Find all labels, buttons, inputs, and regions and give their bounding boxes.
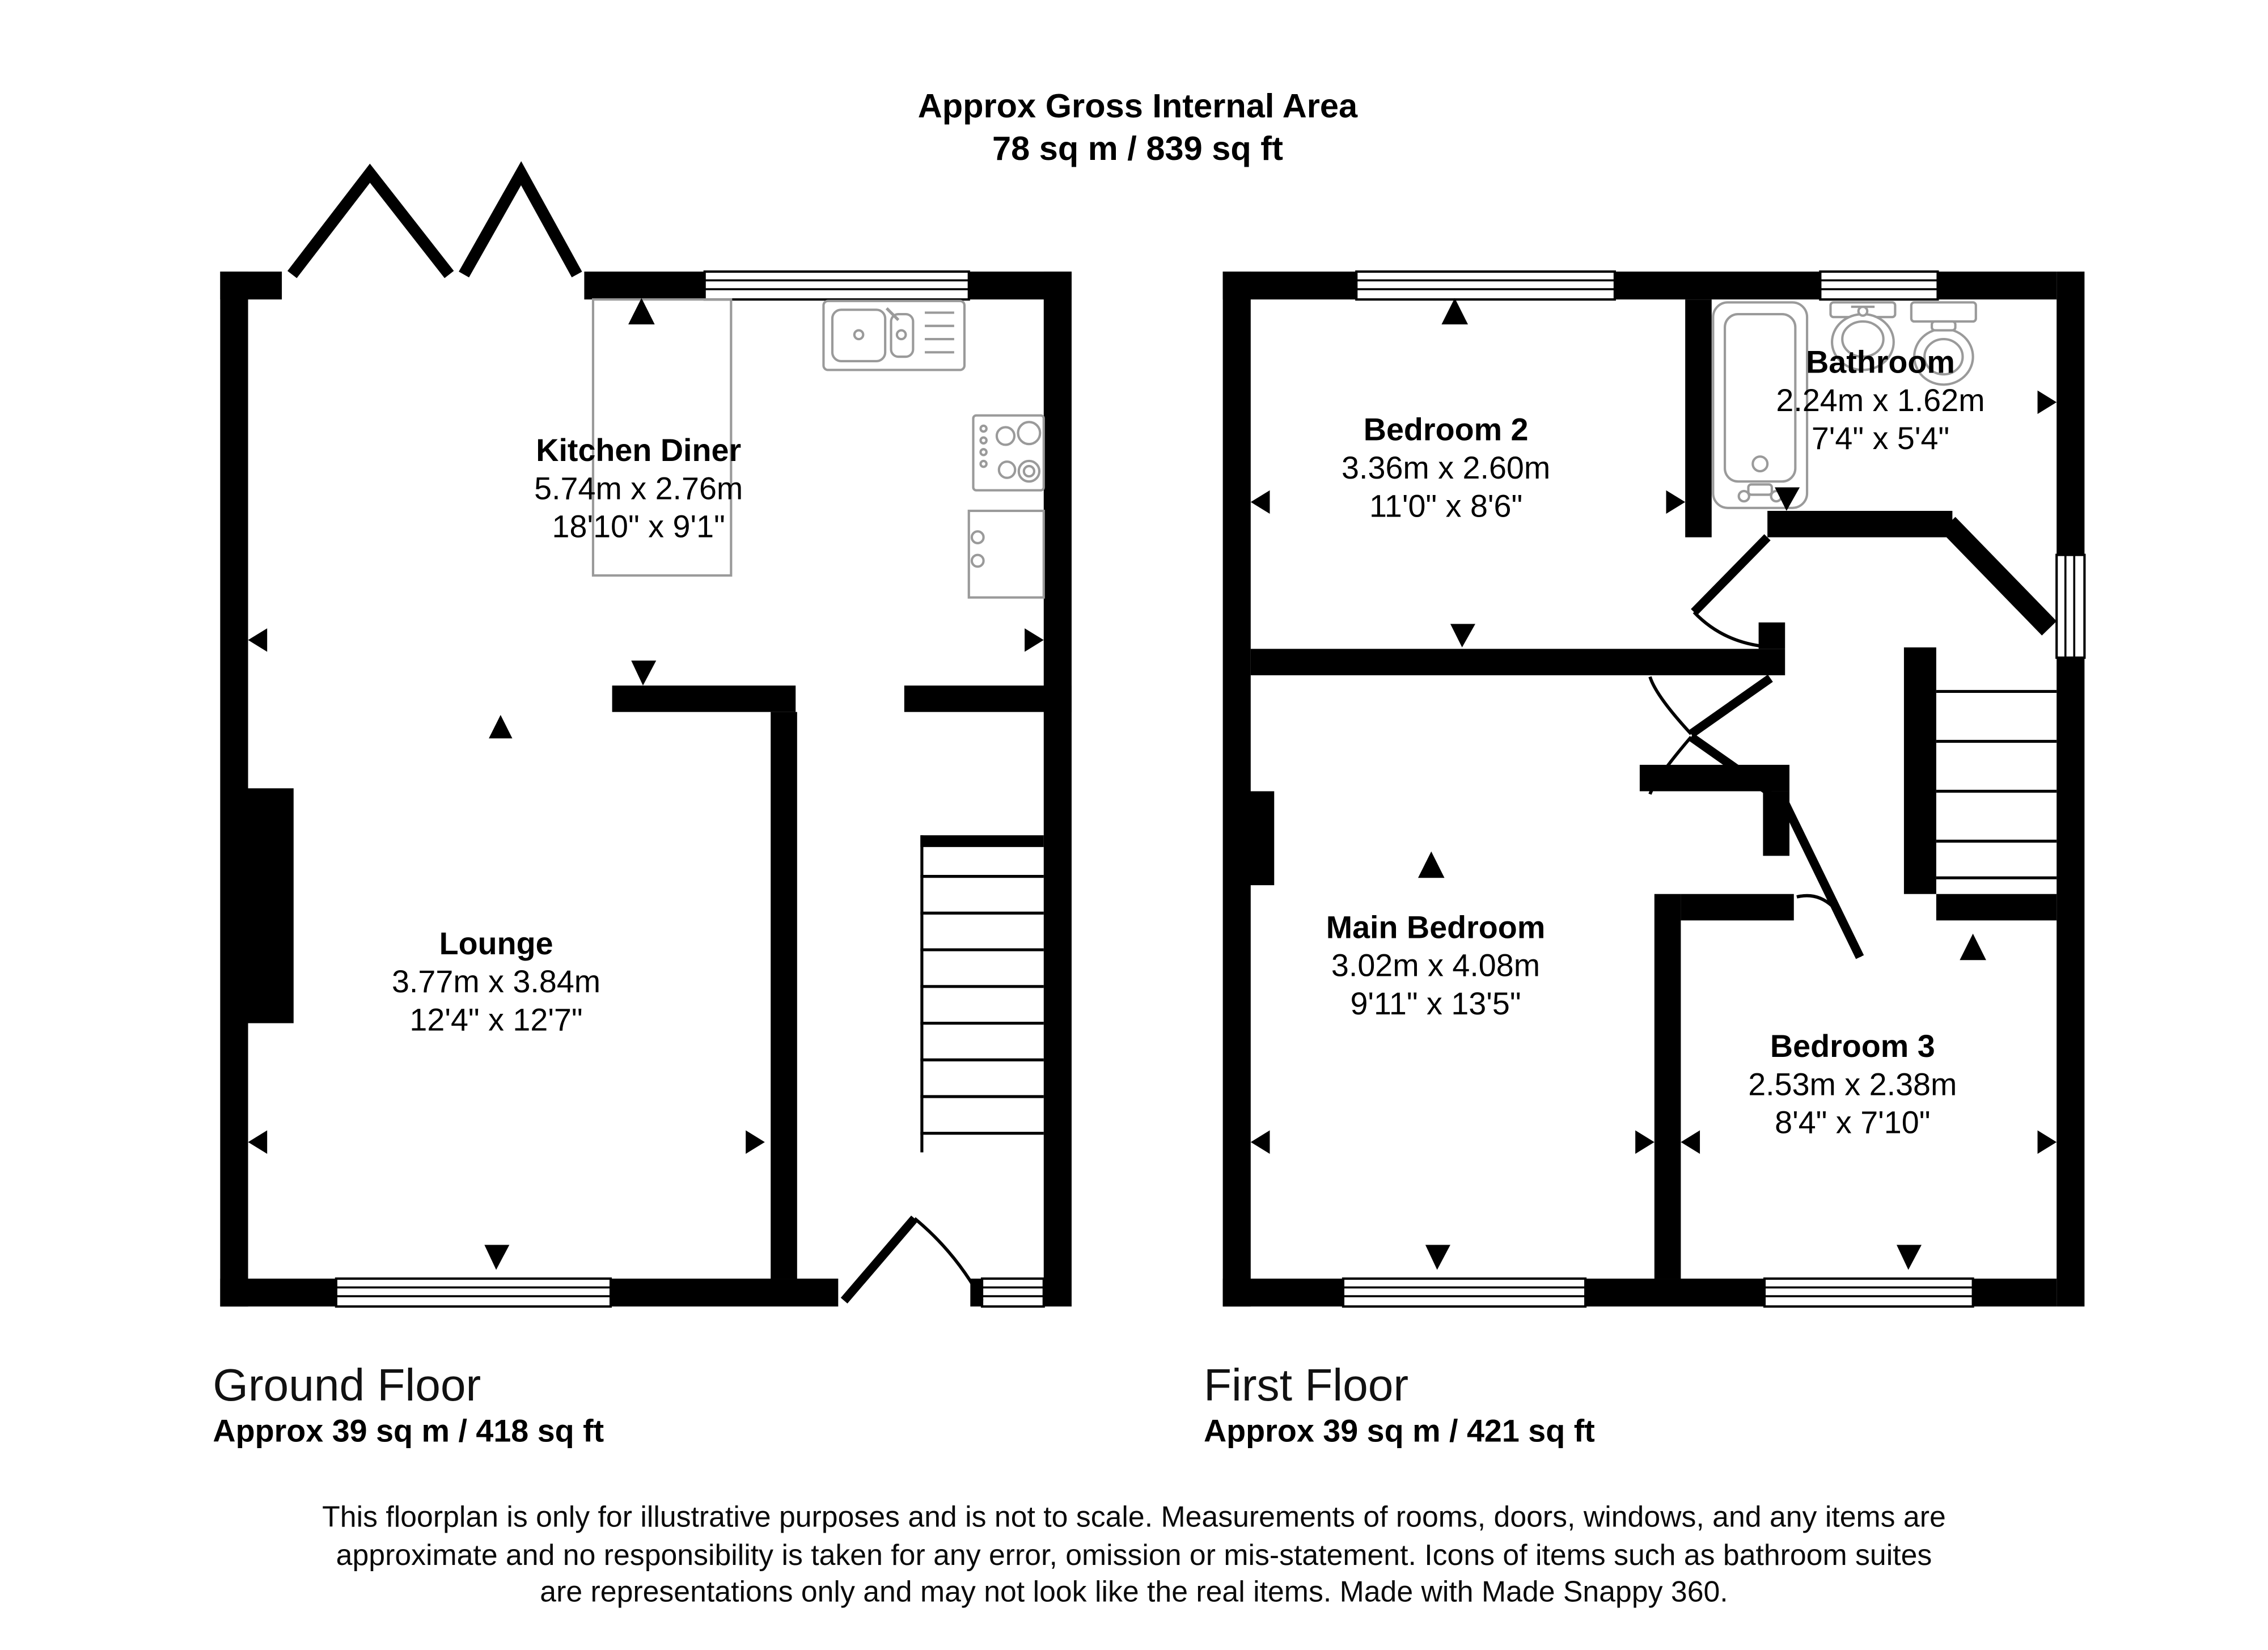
- chimney-breast: [227, 788, 294, 1023]
- wall: [1222, 271, 1251, 1307]
- room-label-main-bedroom: Main Bedroom 3.02m x 4.08m 9'11" x 13'5": [1326, 909, 1546, 1023]
- room-dims-imperial: 7'4" x 5'4": [1811, 421, 1950, 457]
- room-dims-metric: 3.02m x 4.08m: [1331, 948, 1541, 984]
- window: [980, 1277, 1045, 1308]
- ground-floor-label: Ground Floor: [213, 1359, 481, 1411]
- window: [1763, 1277, 1974, 1308]
- chimney-breast: [1233, 791, 1275, 886]
- wall: [611, 1279, 839, 1307]
- page-title: Approx Gross Internal Area 78 sq m / 839…: [918, 85, 1357, 170]
- bedroom3-door: [1776, 792, 1864, 959]
- wall: [771, 712, 797, 1279]
- window: [2055, 553, 2086, 659]
- ground-floor-plan: [220, 161, 1072, 1308]
- wall: [1937, 271, 2057, 300]
- wall: [1940, 517, 2057, 636]
- room-name: Bedroom 2: [1363, 412, 1529, 448]
- kitchen-counter: [591, 298, 733, 577]
- disclaimer-line2: approximate and no responsibility is tak…: [336, 1539, 1932, 1572]
- front-door: [840, 1215, 984, 1304]
- room-dims-metric: 3.77m x 3.84m: [391, 964, 601, 1000]
- camera-direction-arrow-icon: [1250, 298, 2057, 1270]
- patio-door-leaves-icon: [287, 161, 582, 278]
- wall: [1685, 299, 1712, 538]
- title-line2: 78 sq m / 839 sq ft: [992, 129, 1283, 168]
- wall: [1614, 271, 1821, 300]
- room-name: Bedroom 3: [1770, 1029, 1935, 1065]
- bathtub-icon: [1712, 301, 1809, 509]
- room-label-bedroom2: Bedroom 2 3.36m x 2.60m 11'0" x 8'6": [1342, 411, 1550, 526]
- main-bedroom-door: [1648, 733, 1773, 797]
- wall: [904, 686, 1072, 712]
- room-dims-imperial: 12'4" x 12'7": [409, 1002, 583, 1038]
- disclaimer-line3: are representations only and may not loo…: [540, 1576, 1728, 1609]
- stairs-ground: [920, 835, 1044, 1153]
- room-label-bedroom3: Bedroom 3 2.53m x 2.38m 8'4" x 7'10": [1748, 1027, 1957, 1142]
- first-floor-area: Approx 39 sq m / 421 sq ft: [1203, 1414, 1595, 1449]
- wall: [2057, 271, 2085, 555]
- wall: [1043, 271, 1072, 1307]
- room-name: Lounge: [439, 926, 553, 962]
- basin-icon: [1829, 301, 1897, 371]
- room-label-lounge: Lounge 3.77m x 3.84m 12'4" x 12'7": [392, 925, 600, 1039]
- wall: [1681, 894, 1794, 921]
- wall: [2057, 657, 2085, 1307]
- room-dims-imperial: 18'10" x 9'1": [552, 509, 725, 545]
- room-dims-metric: 5.74m x 2.76m: [534, 471, 743, 507]
- disclaimer-line1: This floorplan is only for illustrative …: [322, 1501, 1946, 1534]
- window: [1355, 270, 1616, 301]
- window: [1819, 270, 1939, 301]
- room-label-kitchen-diner: Kitchen Diner 5.74m x 2.76m 18'10" x 9'1…: [534, 431, 743, 546]
- window: [1342, 1277, 1587, 1308]
- bedroom2-door: [1648, 674, 1773, 738]
- wall: [584, 271, 705, 300]
- room-dims-imperial: 11'0" x 8'6": [1369, 489, 1523, 524]
- disclaimer: This floorplan is only for illustrative …: [0, 1500, 2268, 1613]
- first-floor-plan: [1222, 270, 2086, 1308]
- oven-icon: [967, 509, 1045, 599]
- room-dims-metric: 3.36m x 2.60m: [1342, 450, 1551, 486]
- kitchen-sink-icon: [822, 299, 966, 371]
- room-label-bathroom: Bathroom 2.24m x 1.62m 7'4" x 5'4": [1776, 344, 1984, 458]
- window: [335, 1277, 612, 1308]
- camera-direction-arrow-icon: [248, 298, 1044, 1270]
- wall: [1654, 894, 1681, 1279]
- wall: [1973, 1279, 2057, 1307]
- wall: [1758, 622, 1785, 649]
- bathroom-door: [1691, 534, 1771, 648]
- room-name: Kitchen Diner: [536, 433, 742, 468]
- room-name: Main Bedroom: [1326, 910, 1546, 946]
- room-dims-imperial: 9'11" x 13'5": [1350, 986, 1521, 1022]
- room-dims-metric: 2.53m x 2.38m: [1748, 1067, 1957, 1103]
- window: [703, 270, 970, 301]
- room-name: Bathroom: [1806, 345, 1955, 380]
- hob-icon: [972, 414, 1045, 492]
- room-dims-metric: 2.24m x 1.62m: [1776, 383, 1985, 418]
- wall: [220, 1279, 336, 1307]
- wall: [612, 686, 796, 712]
- ground-floor-area: Approx 39 sq m / 418 sq ft: [213, 1414, 604, 1449]
- title-line1: Approx Gross Internal Area: [917, 86, 1358, 125]
- first-floor-label: First Floor: [1203, 1359, 1409, 1411]
- toilet-icon: [1910, 301, 1977, 386]
- wall: [1222, 1279, 1343, 1307]
- stairs-first: [1903, 647, 2057, 894]
- wall: [1250, 649, 1785, 675]
- room-dims-imperial: 8'4" x 7'10": [1775, 1105, 1931, 1141]
- wall: [1936, 894, 2057, 921]
- wall: [1585, 1279, 1765, 1307]
- wall: [1767, 510, 1953, 538]
